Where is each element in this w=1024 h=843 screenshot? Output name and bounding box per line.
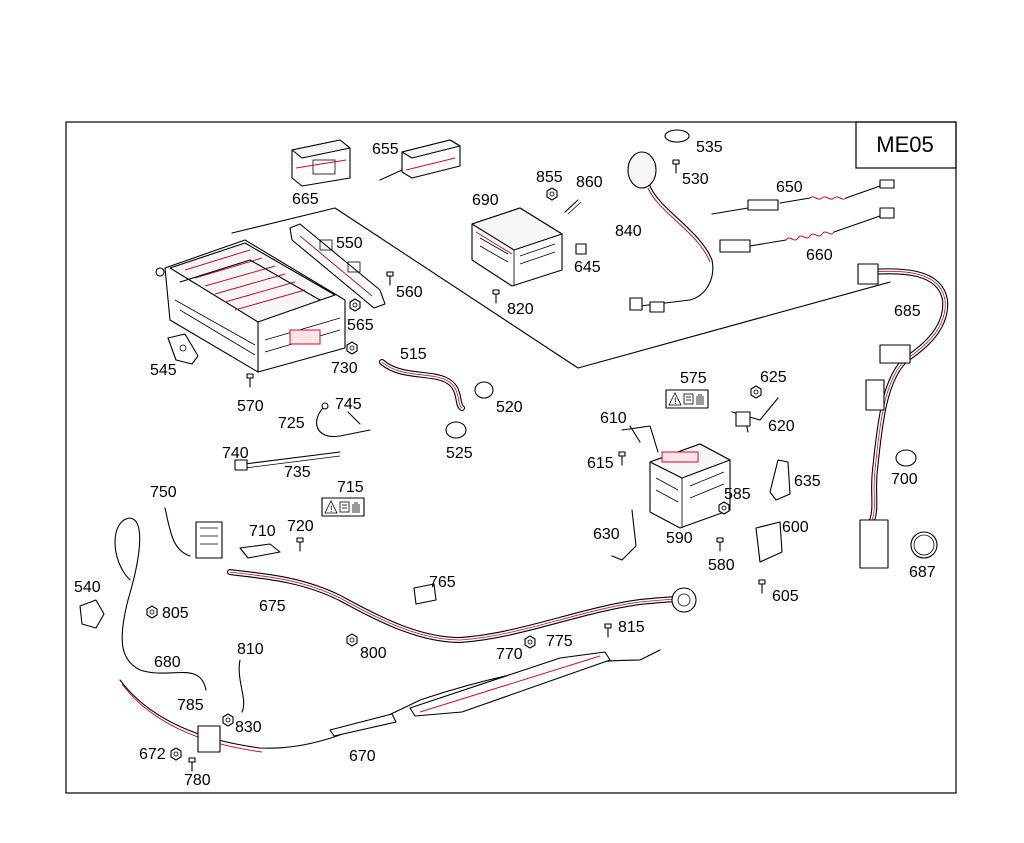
part-685-harness bbox=[857, 263, 949, 569]
callout-570: 570 bbox=[237, 398, 264, 415]
callout-655: 655 bbox=[372, 141, 399, 158]
callout-650: 650 bbox=[776, 179, 803, 196]
callout-670: 670 bbox=[349, 748, 376, 765]
part-735-cable bbox=[234, 451, 341, 471]
callout-580: 580 bbox=[708, 557, 735, 574]
callout-805: 805 bbox=[162, 605, 189, 622]
part-630-bracket bbox=[611, 509, 637, 561]
callout-815: 815 bbox=[618, 619, 645, 636]
part-515-hose bbox=[379, 359, 465, 411]
callout-780: 780 bbox=[184, 772, 211, 789]
callout-610: 610 bbox=[600, 410, 627, 427]
callout-855: 855 bbox=[536, 169, 563, 186]
callout-550: 550 bbox=[336, 235, 363, 252]
warning-label-715 bbox=[321, 497, 365, 517]
part-660-lead bbox=[719, 207, 895, 253]
callout-725: 725 bbox=[278, 415, 305, 432]
part-620-bracket bbox=[731, 397, 779, 433]
callout-840: 840 bbox=[615, 223, 642, 240]
callout-575: 575 bbox=[680, 370, 707, 387]
part-645-clip bbox=[575, 243, 587, 255]
callout-560: 560 bbox=[396, 284, 423, 301]
callout-690: 690 bbox=[472, 192, 499, 209]
callout-515: 515 bbox=[400, 346, 427, 363]
callout-535: 535 bbox=[696, 139, 723, 156]
part-600-bracket bbox=[755, 521, 783, 563]
callout-785: 785 bbox=[177, 697, 204, 714]
warning-label-575 bbox=[665, 389, 709, 409]
part-840-cable bbox=[627, 129, 714, 313]
part-765-bracket bbox=[413, 583, 437, 605]
callout-715: 715 bbox=[337, 479, 364, 496]
callout-800: 800 bbox=[360, 645, 387, 662]
callout-685: 685 bbox=[894, 303, 921, 320]
callout-665: 665 bbox=[292, 191, 319, 208]
callout-672: 672 bbox=[139, 746, 166, 763]
callout-525: 525 bbox=[446, 445, 473, 462]
callout-750: 750 bbox=[150, 484, 177, 501]
callout-730: 730 bbox=[331, 360, 358, 377]
callout-540: 540 bbox=[74, 579, 101, 596]
part-high-voltage-battery bbox=[155, 239, 346, 373]
callout-630: 630 bbox=[593, 526, 620, 543]
part-860-pin bbox=[564, 199, 582, 215]
part-725-cable bbox=[316, 402, 371, 438]
callout-830: 830 bbox=[235, 719, 262, 736]
callout-735: 735 bbox=[284, 464, 311, 481]
part-665-case bbox=[291, 139, 351, 187]
callout-635: 635 bbox=[794, 473, 821, 490]
part-675-harness bbox=[227, 569, 697, 643]
callout-860: 860 bbox=[576, 174, 603, 191]
callout-615: 615 bbox=[587, 455, 614, 472]
callout-625: 625 bbox=[760, 369, 787, 386]
callout-720: 720 bbox=[287, 518, 314, 535]
callout-565: 565 bbox=[347, 317, 374, 334]
diagram-code-box: ME05 bbox=[855, 121, 957, 169]
callout-520: 520 bbox=[496, 399, 523, 416]
part-655-module bbox=[379, 139, 461, 181]
part-690-control-unit bbox=[471, 207, 563, 287]
part-670-cover bbox=[329, 651, 611, 737]
callout-590: 590 bbox=[666, 530, 693, 547]
part-810-cable bbox=[238, 659, 245, 713]
callout-740: 740 bbox=[222, 445, 249, 462]
callout-710: 710 bbox=[249, 523, 276, 540]
callout-700: 700 bbox=[891, 471, 918, 488]
part-650-lead bbox=[711, 179, 895, 215]
callout-687: 687 bbox=[909, 564, 936, 581]
callout-605: 605 bbox=[772, 588, 799, 605]
callout-680: 680 bbox=[154, 654, 181, 671]
part-550-bracket bbox=[289, 223, 386, 309]
diagram-frame bbox=[65, 121, 957, 794]
part-635-bracket bbox=[769, 459, 791, 501]
part-545-bracket bbox=[167, 333, 199, 365]
diagram-code: ME05 bbox=[876, 132, 933, 157]
callout-620: 620 bbox=[768, 418, 795, 435]
callout-530: 530 bbox=[682, 171, 709, 188]
callout-600: 600 bbox=[782, 519, 809, 536]
part-710-clip bbox=[239, 543, 281, 559]
part-590-power-electronics bbox=[649, 443, 731, 529]
part-520-cap bbox=[474, 381, 494, 399]
callout-810: 810 bbox=[237, 641, 264, 658]
part-540-bracket bbox=[79, 599, 105, 629]
callout-545: 545 bbox=[150, 362, 177, 379]
callout-745: 745 bbox=[335, 396, 362, 413]
callout-765: 765 bbox=[429, 574, 456, 591]
part-700-grommet bbox=[895, 449, 917, 467]
part-525-fitting bbox=[445, 421, 467, 439]
group-boundary-line bbox=[231, 207, 891, 369]
callout-775: 775 bbox=[546, 633, 573, 650]
callout-585: 585 bbox=[724, 486, 751, 503]
part-687-seal bbox=[910, 531, 938, 559]
callout-770: 770 bbox=[496, 646, 523, 663]
callout-660: 660 bbox=[806, 247, 833, 264]
callout-820: 820 bbox=[507, 301, 534, 318]
callout-645: 645 bbox=[574, 259, 601, 276]
part-750-cable bbox=[164, 507, 223, 559]
part-610-bracket bbox=[621, 425, 659, 453]
callout-675: 675 bbox=[259, 598, 286, 615]
